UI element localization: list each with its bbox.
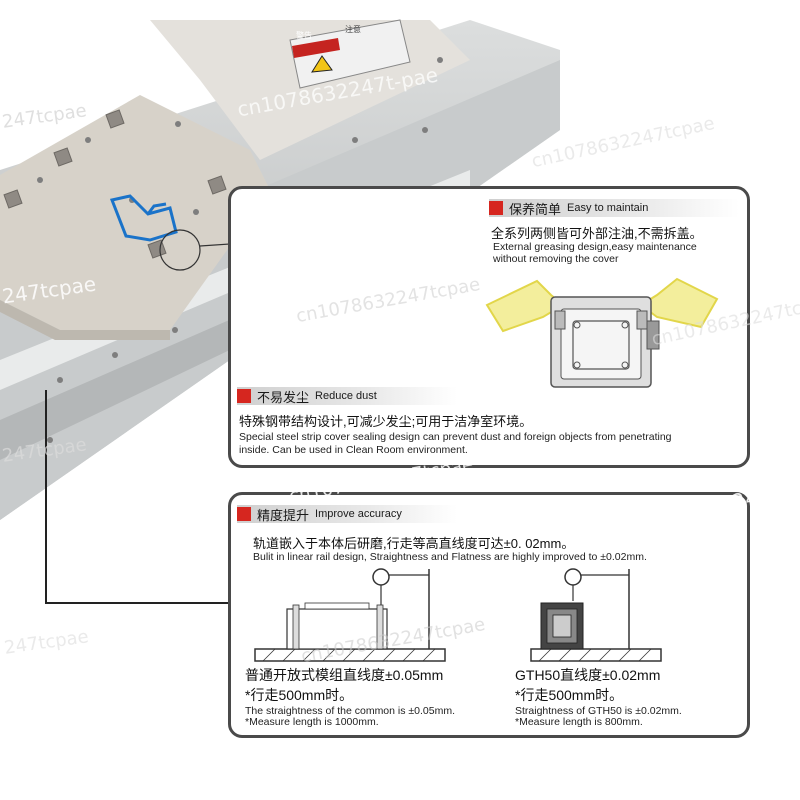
- leader-horizontal: [45, 602, 230, 604]
- maintain-line-en2: without removing the cover: [493, 253, 619, 265]
- accuracy-line-en: Bulit in linear rail design, Straightnes…: [253, 551, 647, 563]
- callout-maintain-dust: 保养简单 Easy to maintain 全系列两侧皆可外部注油,不需拆盖。 …: [228, 186, 750, 468]
- dust-line-cn: 特殊钢带结构设计,可减少发尘;可用于洁净室环境。: [239, 414, 533, 429]
- dust-line-en2: inside. Can be used in Clean Room enviro…: [239, 444, 468, 456]
- gth50-note1: Straightness of GTH50 is ±0.02mm.: [515, 705, 682, 717]
- common-measure-diagram: [254, 568, 446, 662]
- maintain-title-cn: 保养简单: [509, 201, 562, 217]
- maintain-line-en1: External greasing design,easy maintenanc…: [493, 241, 697, 253]
- dust-header: 不易发尘 Reduce dust: [237, 387, 457, 405]
- gth50-note2: *Measure length is 800mm.: [515, 716, 643, 728]
- common-note2: *Measure length is 1000mm.: [245, 716, 379, 728]
- gth50-walk: *行走500mm时。: [515, 687, 624, 703]
- common-title: 普通开放式模组直线度±0.05mm: [245, 667, 444, 683]
- leader-vertical: [45, 390, 47, 604]
- dust-title-cn: 不易发尘: [257, 389, 310, 405]
- cross-section-diagram: [485, 277, 719, 388]
- accuracy-line-cn: 轨道嵌入于本体后研磨,行走等高直线度可达±0. 02mm。: [253, 536, 575, 551]
- maintain-title-en: Easy to maintain: [567, 202, 649, 214]
- callout-accuracy: 精度提升 Improve accuracy 轨道嵌入于本体后研磨,行走等高直线度…: [228, 492, 750, 738]
- accuracy-header: 精度提升 Improve accuracy: [237, 505, 457, 523]
- gth50-title: GTH50直线度±0.02mm: [515, 667, 661, 683]
- accuracy-title-cn: 精度提升: [257, 507, 310, 523]
- dust-title-en: Reduce dust: [315, 390, 377, 402]
- dust-marker: [237, 389, 251, 403]
- gth50-measure-diagram: [530, 568, 662, 662]
- accuracy-title-en: Improve accuracy: [315, 508, 402, 520]
- common-walk: *行走500mm时。: [245, 687, 354, 703]
- dust-line-en1: Special steel strip cover sealing design…: [239, 431, 672, 443]
- maintain-marker: [489, 201, 503, 215]
- maintain-header: 保养简单 Easy to maintain: [489, 199, 739, 217]
- accuracy-marker: [237, 507, 251, 521]
- grease-can-icon: [109, 194, 178, 242]
- common-note1: The straightness of the common is ±0.05m…: [245, 705, 456, 717]
- maintain-line-cn: 全系列两侧皆可外部注油,不需拆盖。: [491, 226, 703, 241]
